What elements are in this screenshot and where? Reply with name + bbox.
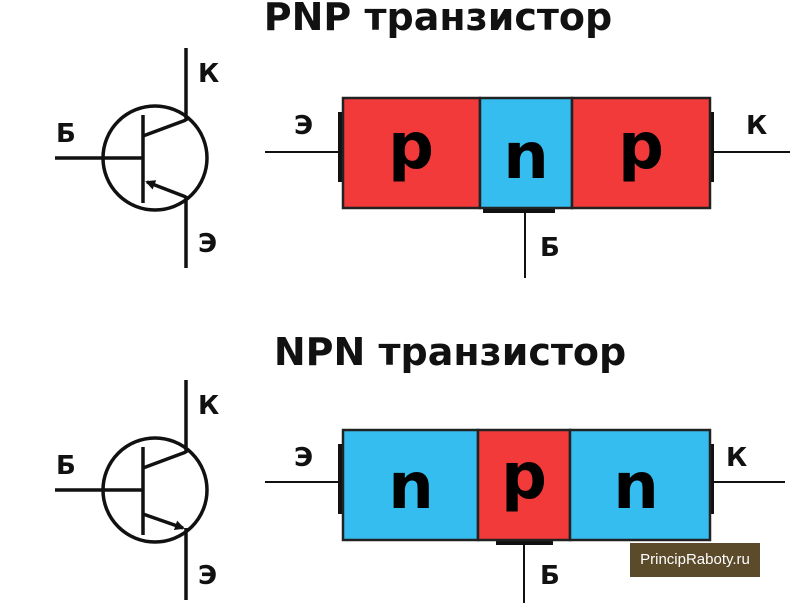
pnp-segment-3: p — [618, 110, 664, 184]
pnp-symbol-collector-label: К — [198, 59, 219, 89]
pnp-segment-1: p — [388, 110, 434, 184]
pnp-base-label: Б — [540, 233, 560, 263]
npn-collector-region — [568, 428, 712, 542]
npn-collector-label: К — [726, 443, 747, 473]
pnp-collector-label: К — [746, 111, 767, 141]
npn-symbol — [55, 380, 209, 600]
npn-section: NPN транзистор К Б Э n p n Э К — [55, 330, 785, 603]
pnp-emitter-region — [341, 96, 482, 210]
pnp-symbol — [55, 48, 209, 268]
pnp-base-region — [478, 96, 574, 210]
npn-symbol-collector-label: К — [198, 391, 219, 421]
pnp-section: PNP транзистор К Б Э p n p Э К — [55, 0, 790, 278]
npn-emitter-region — [341, 428, 480, 542]
pnp-symbol-emitter-label: Э — [198, 229, 217, 259]
npn-segment-1: n — [388, 450, 434, 524]
watermark: PrincipRaboty.ru — [630, 543, 760, 577]
pnp-symbol-base-label: Б — [56, 119, 76, 149]
npn-segment-3: n — [613, 450, 659, 524]
npn-emitter-label: Э — [294, 443, 313, 473]
pnp-segment-2: n — [503, 120, 549, 194]
npn-symbol-base-label: Б — [56, 451, 76, 481]
pnp-emitter-label: Э — [294, 111, 313, 141]
npn-symbol-emitter-label: Э — [198, 561, 217, 591]
pnp-structure: p n p Э К Б — [265, 96, 790, 278]
npn-segment-2: p — [501, 440, 547, 514]
npn-title: NPN транзистор — [274, 330, 626, 374]
pnp-collector-region — [570, 96, 712, 210]
npn-base-label: Б — [540, 561, 560, 591]
pnp-title: PNP транзистор — [264, 0, 612, 39]
npn-structure: n p n Э К Б — [265, 428, 785, 603]
